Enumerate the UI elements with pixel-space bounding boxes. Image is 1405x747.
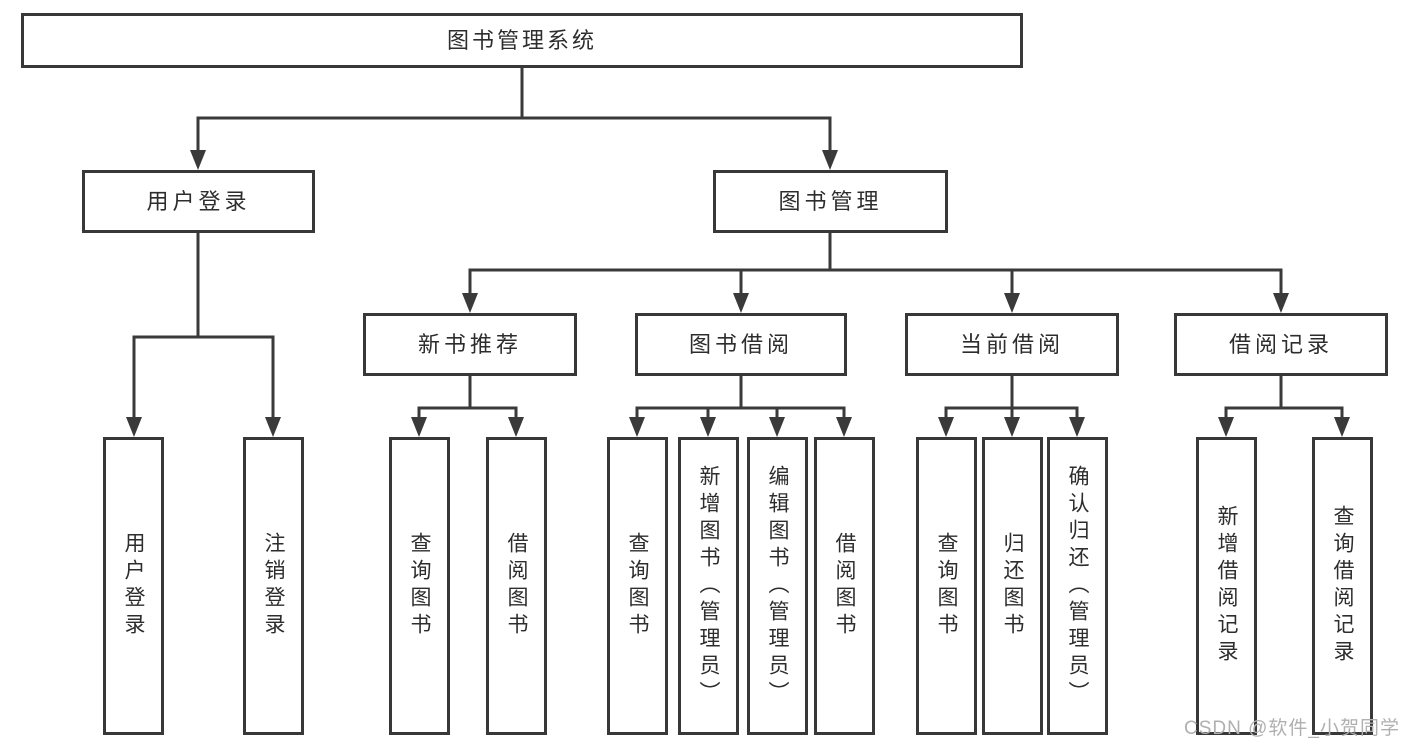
node-label: 查询图书 [935, 532, 958, 640]
node-label: 当前借阅 [959, 331, 1064, 357]
node-label: 查询图书 [408, 532, 431, 640]
leaf-edit-book-admin: 编辑图书（管理员） [747, 437, 808, 735]
leaf-user-login: 用户登录 [103, 437, 164, 735]
node-new-book-recommend: 新书推荐 [363, 313, 577, 376]
node-label: 查询图书 [626, 532, 649, 640]
node-label: 归还图书 [1001, 532, 1024, 640]
leaf-logout: 注销登录 [243, 437, 304, 735]
node-current-borrow: 当前借阅 [905, 313, 1119, 376]
connector-records-to-leaves [1218, 376, 1350, 437]
connector-borrow-to-leaves [629, 376, 852, 437]
leaf-query-books-recommend: 查询图书 [389, 437, 450, 735]
leaf-return-books: 归还图书 [982, 437, 1043, 735]
node-borrow-records: 借阅记录 [1174, 313, 1388, 376]
node-label: 确认归还（管理员） [1066, 464, 1089, 708]
connector-root-to-level2 [190, 68, 838, 170]
node-label: 用户登录 [146, 188, 251, 214]
node-label: 图书管理 [778, 188, 883, 214]
node-label: 借阅图书 [833, 532, 856, 640]
node-label: 编辑图书（管理员） [766, 464, 789, 708]
csdn-watermark: CSDN @软件_小贺同学 [1184, 718, 1400, 739]
connector-current-to-leaves [938, 376, 1085, 437]
leaf-borrow-books: 借阅图书 [814, 437, 875, 735]
node-book-borrow: 图书借阅 [635, 313, 847, 376]
node-label: 新书推荐 [417, 331, 522, 357]
node-label: 用户登录 [122, 532, 145, 640]
node-label: 注销登录 [262, 532, 285, 640]
node-book-management: 图书管理 [713, 170, 948, 233]
node-label: 新增借阅记录 [1215, 505, 1238, 667]
leaf-add-borrow-record: 新增借阅记录 [1196, 437, 1257, 735]
connector-userlogin-to-leaves [126, 233, 281, 437]
connector-newbook-to-leaves [411, 376, 524, 437]
node-root: 图书管理系统 [21, 13, 1023, 68]
node-label: 图书管理系统 [446, 27, 597, 53]
node-label: 借阅记录 [1228, 331, 1333, 357]
leaf-confirm-return-admin: 确认归还（管理员） [1047, 437, 1108, 735]
node-label: 图书借阅 [688, 331, 793, 357]
node-label: 新增图书（管理员） [697, 464, 720, 708]
node-user-login: 用户登录 [82, 170, 315, 233]
node-label: 查询借阅记录 [1331, 505, 1354, 667]
leaf-add-book-admin: 新增图书（管理员） [678, 437, 739, 735]
leaf-borrow-books-recommend: 借阅图书 [486, 437, 547, 735]
leaf-query-borrow-record: 查询借阅记录 [1312, 437, 1373, 735]
leaf-query-books-borrow: 查询图书 [607, 437, 668, 735]
leaf-query-books-current: 查询图书 [916, 437, 977, 735]
node-label: 借阅图书 [505, 532, 528, 640]
connector-bookmgmt-to-level3 [462, 233, 1289, 313]
